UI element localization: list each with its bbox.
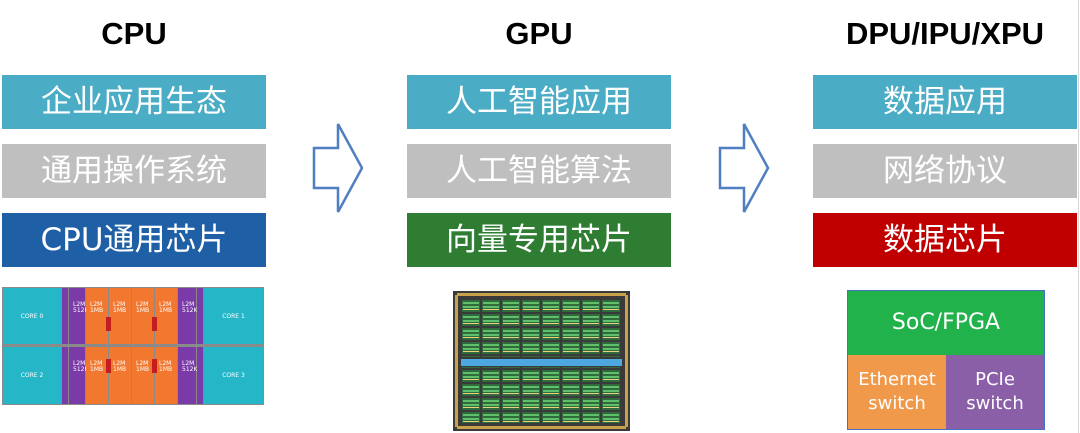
cpu-core-3: CORE 3 — [204, 347, 263, 404]
gpu-l2-cache — [461, 359, 622, 366]
gpu-rim — [457, 426, 626, 429]
right-arrow-icon — [312, 123, 364, 213]
cpu-connector — [152, 317, 157, 331]
cpu-title: CPU — [101, 16, 167, 51]
gpu-rim — [625, 295, 628, 427]
cpu-layer-os: 通用操作系统 — [2, 144, 266, 198]
dpu-layer-protocol: 网络协议 — [813, 144, 1077, 198]
gpu-layer-algo: 人工智能算法 — [407, 144, 671, 198]
gpu-rim — [457, 293, 626, 296]
cpu-connector — [152, 359, 157, 373]
cpu-layer-chip: CPU通用芯片 — [2, 213, 266, 267]
divider — [1078, 0, 1079, 433]
gpu-layer-chip: 向量专用芯片 — [407, 213, 671, 267]
right-arrow-icon — [718, 123, 770, 213]
cpu-ring-segment — [62, 347, 68, 404]
gpu-layer-app: 人工智能应用 — [407, 75, 671, 129]
cpu-core-0: CORE 0 — [3, 288, 61, 344]
cpu-core-2: CORE 2 — [3, 347, 61, 404]
dpu-layer-chip: 数据芯片 — [813, 213, 1077, 267]
soc-fpga-block: SoC/FPGA — [848, 291, 1044, 355]
gpu-rim — [455, 295, 458, 427]
cpu-core-1: CORE 1 — [204, 288, 263, 344]
gpu-sm-grid — [461, 299, 622, 423]
cpu-ring-segment — [62, 288, 68, 344]
dpu-title: DPU/IPU/XPU — [845, 16, 1045, 51]
cpu-connector — [106, 359, 111, 373]
cpu-connector — [106, 317, 111, 331]
dpu-layer-app: 数据应用 — [813, 75, 1077, 129]
cpu-ring-segment — [197, 288, 203, 344]
gpu-die-diagram — [453, 291, 630, 431]
gpu-title: GPU — [505, 16, 573, 51]
cpu-layer-app: 企业应用生态 — [2, 75, 266, 129]
cpu-ring-segment — [197, 347, 203, 404]
